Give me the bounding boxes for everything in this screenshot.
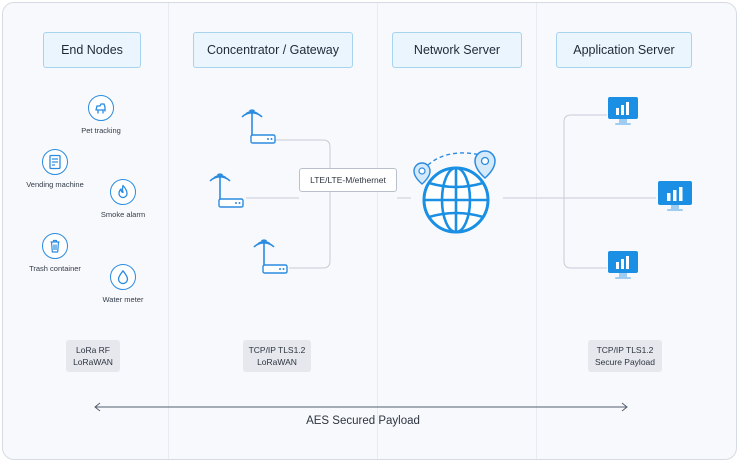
payload-arrow [94,402,628,412]
vending-machine-icon [42,149,68,175]
payload-label: AES Secured Payload [306,415,420,427]
end-node-label: Smoke alarm [100,210,146,219]
water-drop-icon [110,264,136,290]
pet-icon [88,95,114,121]
protocol-line: TCP/IP TLS1.2 [248,345,306,355]
end-node-label: Pet tracking [81,126,121,135]
gateway-icon [241,109,276,144]
trash-icon [42,233,68,259]
server-monitor-icon [658,181,692,211]
header-application-server: Application Server [556,32,692,68]
end-node-label: Water meter [102,295,144,304]
location-pin-icon [474,150,496,180]
server-monitor-icon [608,97,638,125]
end-node-label: Trash container [29,264,81,273]
globe-icon [422,152,490,234]
end-node-vending-machine: Vending machine [5,149,105,189]
protocol-box-application: TCP/IP TLS1.2 Secure Payload [588,340,662,372]
connection-layer [94,97,692,412]
header-end-nodes: End Nodes [43,32,141,68]
gateway-icon [253,239,288,274]
fire-icon [110,179,136,205]
location-pin-icon [413,162,431,185]
header-network-server: Network Server [392,32,522,68]
end-node-water-meter: Water meter [73,264,173,304]
protocol-line: TCP/IP TLS1.2 [596,345,654,355]
column-divider [536,3,537,459]
protocol-line: LoRa RF [75,345,110,355]
column-divider [377,3,378,459]
server-monitor-icon [608,251,638,279]
end-node-smoke-alarm: Smoke alarm [73,179,173,219]
header-gateway: Concentrator / Gateway [193,32,353,68]
protocol-line: LoRaWAN [257,357,297,367]
protocol-line: Secure Payload [594,357,655,367]
protocol-line: LoRaWAN [73,357,113,367]
backhaul-label: LTE/LTE-M/ethernet [299,168,397,192]
gateway-icon [209,173,244,208]
end-node-trash-container: Trash container [5,233,105,273]
protocol-box-gateway: TCP/IP TLS1.2 LoRaWAN [243,340,311,372]
end-node-label: Vending machine [26,180,84,189]
end-node-pet-tracking: Pet tracking [51,95,151,135]
protocol-box-end-nodes: LoRa RF LoRaWAN [66,340,120,372]
column-divider [168,3,169,459]
